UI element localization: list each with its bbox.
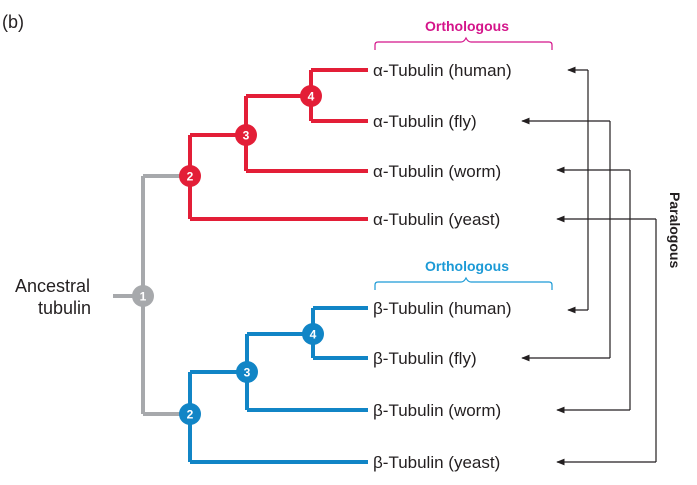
svg-text:2: 2 [187, 170, 194, 184]
svg-text:3: 3 [243, 129, 250, 143]
node-alpha-4: 4 [300, 85, 322, 107]
beta-branches [188, 306, 368, 464]
paralogous-connectors [521, 66, 657, 466]
leaf-alpha-yeast: α-Tubulin (yeast) [373, 210, 500, 229]
node-beta-2: 2 [179, 403, 201, 425]
svg-text:4: 4 [308, 90, 315, 104]
leaf-beta-worm: β-Tubulin (worm) [373, 401, 501, 420]
svg-text:2: 2 [187, 408, 194, 422]
leaf-beta-fly: β-Tubulin (fly) [373, 349, 477, 368]
node-root: 1 [132, 285, 154, 307]
orthologous-alpha-header: Orthologous [425, 18, 509, 34]
svg-text:3: 3 [244, 366, 251, 380]
leaf-alpha-human: α-Tubulin (human) [373, 61, 512, 80]
alpha-branches [188, 68, 368, 221]
panel-label: (b) [2, 12, 24, 32]
svg-text:1: 1 [140, 290, 147, 304]
node-alpha-2: 2 [179, 165, 201, 187]
node-beta-4: 4 [302, 323, 324, 345]
leaf-alpha-fly: α-Tubulin (fly) [373, 112, 477, 131]
svg-text:4: 4 [310, 328, 317, 342]
node-beta-3: 3 [236, 361, 258, 383]
paralogous-label: Paralogous [667, 192, 683, 268]
leaf-beta-human: β-Tubulin (human) [373, 299, 512, 318]
leaf-beta-yeast: β-Tubulin (yeast) [373, 453, 500, 472]
root-label-line1: Ancestral [15, 276, 90, 296]
orthologous-beta-brace [374, 276, 553, 290]
orthologous-alpha-brace [374, 36, 553, 50]
orthologous-beta-header: Orthologous [425, 258, 509, 274]
leaf-alpha-worm: α-Tubulin (worm) [373, 162, 501, 181]
node-alpha-3: 3 [235, 124, 257, 146]
root-label-line2: tubulin [38, 298, 91, 318]
